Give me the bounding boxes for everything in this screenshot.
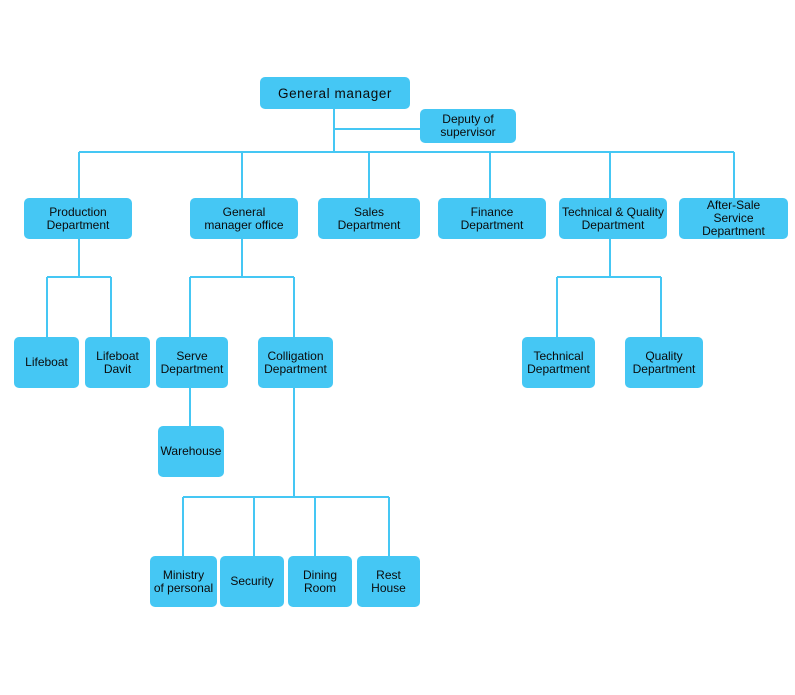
node-rest-house[interactable]: Rest House — [357, 556, 420, 607]
node-warehouse-label: Warehouse — [160, 444, 222, 458]
node-deputy-supervisor[interactable]: Deputy of supervisor — [420, 109, 516, 143]
node-sales-department[interactable]: Sales Department — [318, 198, 420, 239]
node-quality-department-label: Quality Department — [632, 348, 696, 376]
node-ministry-of-personal[interactable]: Ministry of personal — [150, 556, 217, 607]
node-finance-department-label: Finance Department — [460, 204, 524, 232]
node-production-department-label: Production Department — [46, 204, 110, 232]
node-technical-quality-department-label: Technical & Quality Department — [561, 204, 665, 232]
node-dining-room[interactable]: Dining Room — [288, 556, 352, 607]
node-security[interactable]: Security — [220, 556, 284, 607]
node-ministry-of-personal-label: Ministry of personal — [153, 567, 214, 595]
node-production-department[interactable]: Production Department — [24, 198, 132, 239]
node-sales-department-label: Sales Department — [337, 204, 401, 232]
node-serve-department-label: Serve Department — [160, 348, 224, 376]
node-general-manager-office-label: General manager office — [204, 204, 284, 232]
node-lifeboat-label: Lifeboat — [25, 355, 68, 369]
node-after-sale-service-department[interactable]: After-Sale Service Department — [679, 198, 788, 239]
node-rest-house-label: Rest House — [371, 567, 406, 595]
node-lifeboat-davit[interactable]: Lifeboat Davit — [85, 337, 150, 388]
node-security-label: Security — [230, 574, 274, 588]
node-technical-quality-department[interactable]: Technical & Quality Department — [559, 198, 667, 239]
node-colligation-department-label: Colligation Department — [264, 348, 327, 376]
node-warehouse[interactable]: Warehouse — [158, 426, 224, 477]
node-general-manager-label: General manager — [277, 85, 393, 101]
node-colligation-department[interactable]: Colligation Department — [258, 337, 333, 388]
node-quality-department[interactable]: Quality Department — [625, 337, 703, 388]
node-technical-department[interactable]: Technical Department — [522, 337, 595, 388]
node-deputy-supervisor-label: Deputy of supervisor — [440, 112, 496, 139]
node-lifeboat-davit-label: Lifeboat Davit — [96, 348, 139, 376]
node-finance-department[interactable]: Finance Department — [438, 198, 546, 239]
node-technical-department-label: Technical Department — [527, 348, 590, 376]
node-general-manager[interactable]: General manager — [260, 77, 410, 109]
node-after-sale-service-department-label: After-Sale Service Department — [702, 198, 765, 238]
node-general-manager-office[interactable]: General manager office — [190, 198, 298, 239]
node-lifeboat[interactable]: Lifeboat — [14, 337, 79, 388]
node-dining-room-label: Dining Room — [302, 567, 338, 595]
node-serve-department[interactable]: Serve Department — [156, 337, 228, 388]
